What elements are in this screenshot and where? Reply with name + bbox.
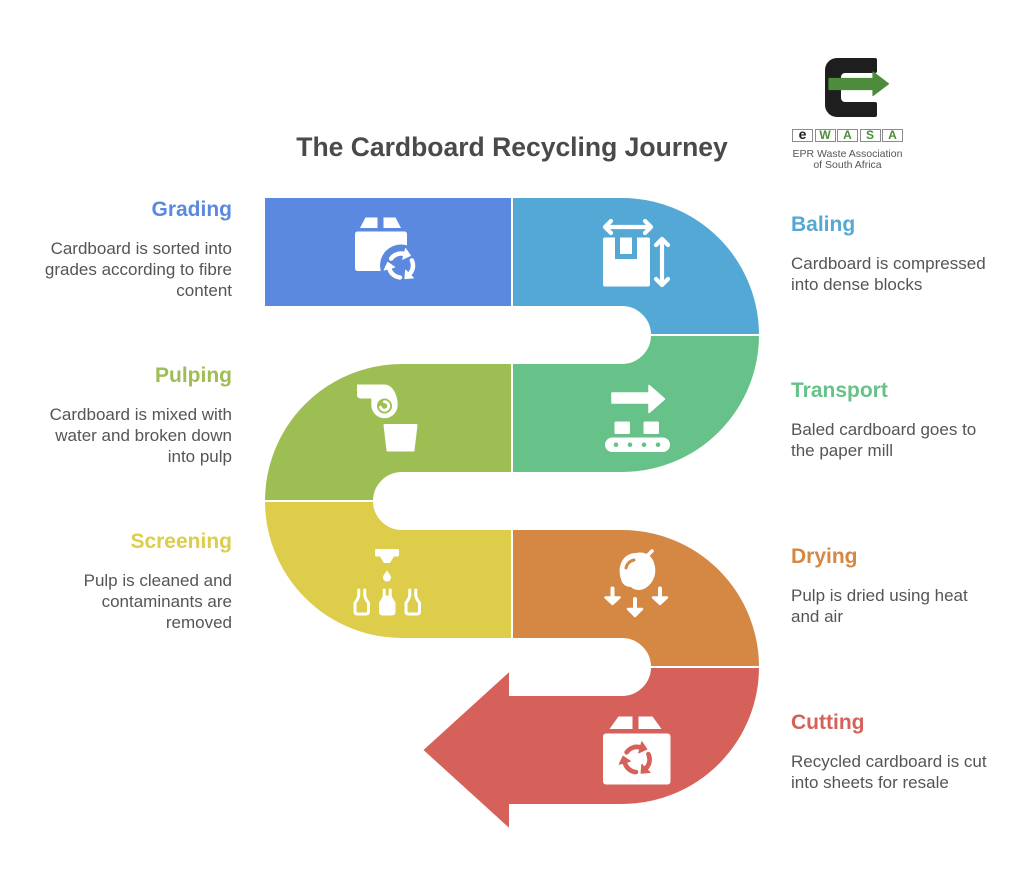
description-line: the paper mill	[791, 441, 894, 460]
journey-segment-transport	[511, 334, 762, 474]
down-arrow-head	[626, 607, 644, 618]
fruit-stem	[644, 549, 654, 559]
pour-swirl-bucket-icon	[357, 384, 418, 452]
box-tape	[620, 237, 632, 254]
step-title-transport: Transport	[791, 379, 888, 402]
logo-letter: A	[837, 129, 858, 142]
dispenser-nozzle	[375, 549, 399, 563]
description-line: into sheets for resale	[791, 773, 949, 792]
logo-e-shape	[825, 58, 877, 117]
description-line: contaminants are	[101, 592, 232, 611]
logo-arrow	[828, 71, 890, 97]
conveyor-arrow-icon	[605, 384, 670, 452]
conveyor-belt	[605, 437, 670, 452]
down-arrow-head	[651, 596, 669, 606]
height-arrow-head	[653, 276, 671, 288]
box-recycle-icon	[355, 217, 422, 287]
step-title-cutting: Cutting	[791, 711, 865, 734]
description-line: Baled cardboard goes to	[791, 420, 977, 439]
step-description-baling: Cardboard is compressed into dense block…	[791, 253, 1021, 295]
ewasa-e-arrow-logo-icon	[825, 58, 890, 117]
box-flap	[609, 716, 633, 729]
logo-caption-line: of South Africa	[813, 159, 882, 171]
journey-segment-screening	[262, 500, 513, 640]
description-line: Pulp is cleaned and	[83, 571, 232, 590]
page-title: The Cardboard Recycling Journey	[296, 132, 728, 162]
step-description-cutting: Recycled cardboard is cut into sheets fo…	[791, 751, 1021, 793]
journey-segment-cutting-arrow	[420, 666, 762, 833]
conveyor-box	[614, 421, 630, 434]
logo-letter: S	[859, 129, 881, 142]
step-text-baling: Baling Cardboard is compressed into dens…	[791, 213, 1021, 295]
logo-letter: W	[814, 129, 836, 142]
step-title-pulping: Pulping	[155, 364, 232, 387]
drop	[383, 570, 391, 582]
dispenser-bottles-icon	[353, 549, 421, 616]
recycled-box-icon	[603, 716, 671, 785]
box-dimensions-icon	[602, 218, 671, 288]
box-body	[603, 733, 671, 785]
step-text-pulping: Pulping Cardboard is mixed with water an…	[2, 364, 232, 467]
step-text-screening: Screening Pulp is cleaned and contaminan…	[2, 530, 232, 633]
description-line: water and broken down	[55, 426, 232, 445]
description-line: Cardboard is sorted into	[50, 239, 232, 258]
logo-wordmark: e W A S A	[792, 127, 903, 142]
fruit-down-arrows-icon	[604, 549, 669, 618]
box-flap	[638, 716, 662, 729]
bucket	[383, 424, 418, 452]
description-line: into dense blocks	[791, 275, 923, 294]
step-text-transport: Transport Baled cardboard goes to the pa…	[791, 379, 1021, 461]
width-arrow-head	[602, 218, 614, 236]
logo-letter: A	[882, 129, 903, 142]
step-text-cutting: Cutting Recycled cardboard is cut into s…	[791, 711, 1021, 793]
conveyor-roller	[655, 442, 661, 448]
conveyor-roller	[613, 442, 619, 448]
box-flap	[383, 217, 401, 228]
bottle-outline	[404, 588, 421, 616]
description-line: Recycled cardboard is cut	[791, 752, 987, 771]
bottle-filled-body	[380, 595, 394, 614]
description-line: content	[176, 281, 232, 300]
description-line: Cardboard is mixed with	[49, 405, 232, 424]
step-text-grading: Grading Cardboard is sorted into grades …	[2, 198, 232, 301]
box-flap	[360, 217, 378, 228]
description-line: grades according to fibre	[44, 260, 232, 279]
step-title-grading: Grading	[151, 198, 232, 221]
logo-caption-line: EPR Waste Association	[792, 148, 903, 160]
description-line: Cardboard is compressed	[791, 254, 986, 273]
swirl	[379, 400, 391, 412]
description-line: and air	[791, 607, 843, 626]
step-title-baling: Baling	[791, 213, 856, 236]
right-arrow	[611, 384, 666, 414]
step-description-drying: Pulp is dried using heat and air	[791, 585, 1021, 627]
conveyor-roller	[627, 442, 633, 448]
height-arrow-head	[653, 236, 671, 248]
box-body	[603, 237, 650, 287]
step-description-screening: Pulp is cleaned and contaminants are rem…	[2, 570, 232, 633]
width-arrow-head	[642, 218, 654, 236]
conveyor-roller	[641, 442, 647, 448]
step-title-screening: Screening	[130, 530, 232, 553]
description-line: removed	[165, 613, 232, 632]
conveyor-box	[643, 421, 659, 434]
step-description-grading: Cardboard is sorted into grades accordin…	[2, 238, 232, 301]
bottle-outline	[353, 588, 370, 616]
step-text-drying: Drying Pulp is dried using heat and air	[791, 545, 1021, 627]
description-line: into pulp	[167, 447, 232, 466]
step-title-drying: Drying	[791, 545, 858, 568]
logo-letter: e	[792, 127, 813, 142]
down-arrow-head	[604, 596, 621, 606]
fruit-highlight	[624, 558, 636, 570]
step-description-pulping: Cardboard is mixed with water and broken…	[2, 404, 232, 467]
description-line: Pulp is dried using heat	[791, 586, 968, 605]
logo-caption: EPR Waste Association of South Africa	[782, 149, 913, 171]
step-description-transport: Baled cardboard goes to the paper mill	[791, 419, 1021, 461]
